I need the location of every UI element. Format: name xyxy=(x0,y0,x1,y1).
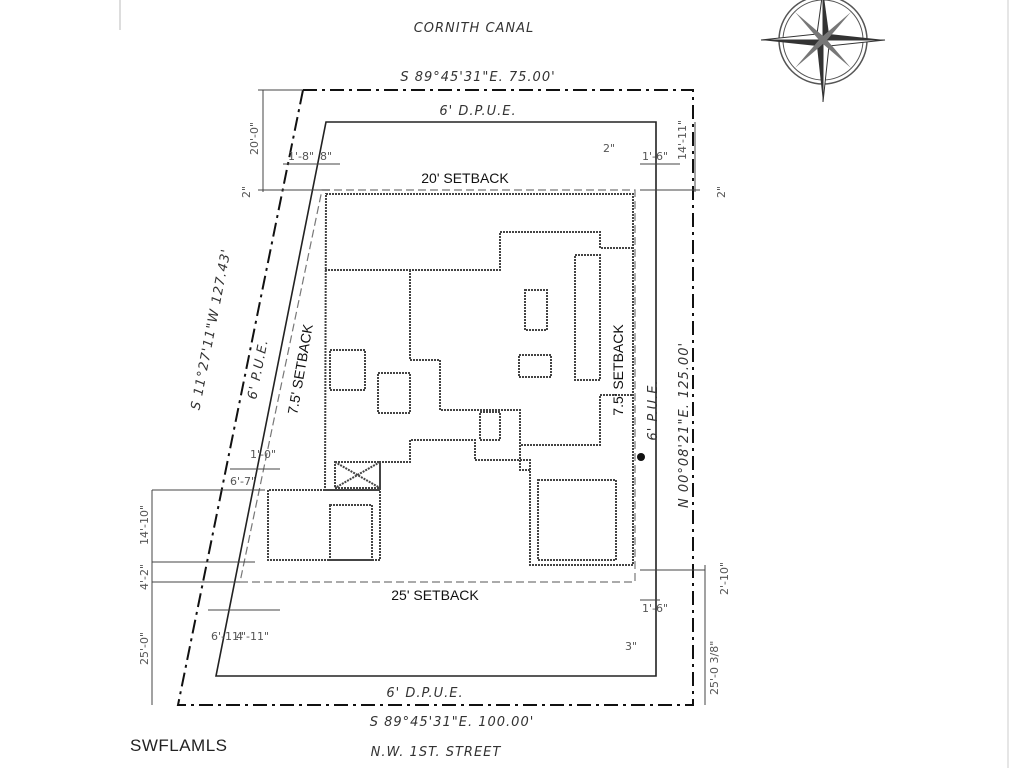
dim-left-offset-b: 6'-7" xyxy=(230,475,256,488)
front-setback-label: 20' SETBACK xyxy=(421,170,509,186)
dim-right-rear: 25'-0 3/8" xyxy=(708,641,721,695)
dim-left-garage: 14'-10" xyxy=(138,505,151,545)
dim-top-left-depth: 20'-0" xyxy=(248,122,261,155)
dim-top-offset-a: 1'-8" xyxy=(288,150,314,163)
utility-marker xyxy=(637,453,645,461)
dim-top-left-small: 2" xyxy=(240,186,253,198)
dim-right-gap: 2'-10" xyxy=(718,562,731,595)
left-bearing: S 11°27'11"W 127.43' xyxy=(189,247,235,411)
setback-line xyxy=(239,189,636,583)
left-setback-label: 7.5' SETBACK xyxy=(284,322,316,415)
dim-bottom-offset-a: 6'-11" xyxy=(211,630,244,643)
bottom-bearing: S 89°45'31"E. 100.00' xyxy=(370,715,535,730)
dim-top-right-small: 2" xyxy=(603,142,615,155)
right-bearing: N 00°08'21"E. 125.00' xyxy=(677,342,692,508)
rear-setback-label: 25' SETBACK xyxy=(391,587,479,603)
property-line xyxy=(176,89,694,706)
easement-line xyxy=(215,121,657,677)
right-easement: 6' P.U.E. xyxy=(646,379,661,440)
dim-top-offset-b: 8" xyxy=(320,150,332,163)
dim-right-offset: 1'-6" xyxy=(642,602,668,615)
dim-right-small: 2" xyxy=(715,186,728,198)
compass-rose-icon xyxy=(760,0,886,103)
left-easement: 6' P.U.E. xyxy=(245,338,271,401)
dimension-lines xyxy=(151,89,706,705)
street-label: N.W. 1ST. STREET xyxy=(371,745,502,760)
dim-bottom-offset-b: 4'-11" xyxy=(236,630,269,643)
dim-top-right-depth: 14'-11" xyxy=(676,120,689,160)
dim-top-right-offset: 1'-6" xyxy=(642,150,668,163)
dim-left-gap: 4'-2" xyxy=(138,564,151,590)
top-easement: 6' D.P.U.E. xyxy=(439,104,516,119)
top-bearing: S 89°45'31"E. 75.00' xyxy=(400,70,555,85)
canal-label: CORNITH CANAL xyxy=(414,21,535,36)
dim-right-small-bottom: 3" xyxy=(625,640,637,653)
dim-left-rear: 25'-0" xyxy=(138,632,151,665)
right-setback-label: 7.5' SETBACK xyxy=(610,324,626,416)
house-footprint xyxy=(267,193,634,566)
dim-left-offset-a: 1'-0" xyxy=(250,448,276,461)
watermark: SWFLAMLS xyxy=(130,736,228,755)
bottom-easement: 6' D.P.U.E. xyxy=(386,686,463,701)
